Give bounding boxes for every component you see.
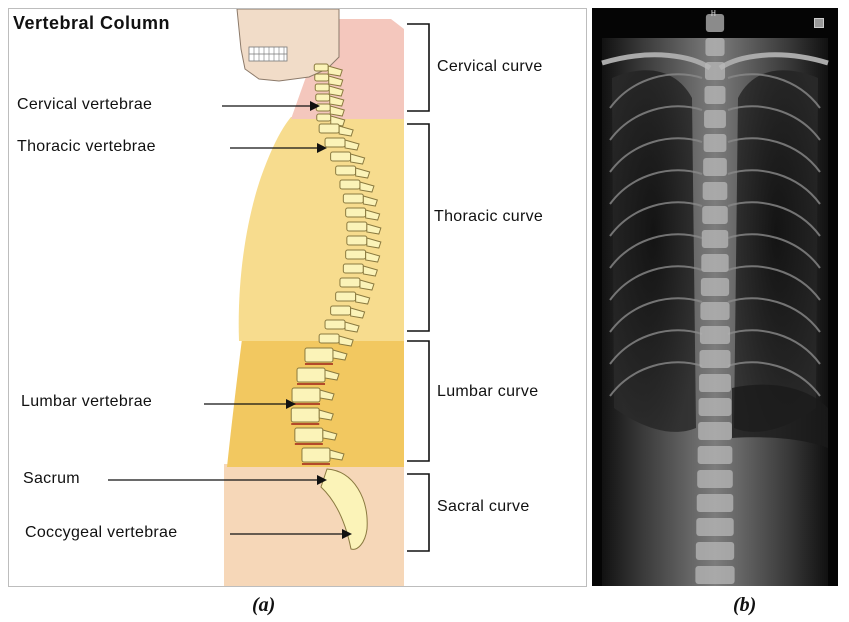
caption-b: (b) bbox=[733, 594, 756, 617]
label-lumbar-curve: Lumbar curve bbox=[437, 383, 538, 401]
xray-vertebra bbox=[704, 110, 726, 128]
vertebra bbox=[316, 94, 330, 101]
vertebra bbox=[331, 306, 351, 315]
vertebra bbox=[319, 124, 339, 133]
label-cervical-curve: Cervical curve bbox=[437, 58, 543, 76]
vertebra bbox=[292, 388, 320, 402]
xray-marker-top: H bbox=[711, 9, 716, 18]
xray-vertebra bbox=[700, 302, 729, 320]
vertebra bbox=[316, 104, 330, 111]
vertebra bbox=[297, 368, 325, 382]
diagram-title: Vertebral Column bbox=[13, 13, 170, 34]
vertebra bbox=[347, 222, 367, 231]
vertebra bbox=[331, 152, 351, 161]
xray-vertebra bbox=[701, 278, 729, 296]
vertebra bbox=[315, 84, 329, 91]
xray-artwork bbox=[592, 8, 838, 586]
xray-vertebra bbox=[696, 518, 733, 536]
xray-vertebra bbox=[705, 38, 724, 56]
vertebra bbox=[295, 428, 323, 442]
label-sacrum: Sacrum bbox=[23, 470, 80, 488]
label-thoracic-curve: Thoracic curve bbox=[434, 208, 543, 226]
xray-vertebra bbox=[703, 158, 727, 176]
xray-vertebra bbox=[698, 446, 733, 464]
vertebra bbox=[319, 334, 339, 343]
label-lumbar-vertebrae: Lumbar vertebrae bbox=[21, 393, 152, 411]
xray-vertebra bbox=[705, 86, 726, 104]
vertebra bbox=[317, 114, 331, 121]
xray-vertebra bbox=[699, 350, 730, 368]
curve-brackets bbox=[407, 24, 429, 551]
spine-xray-image: H bbox=[592, 8, 838, 586]
xray-vertebra bbox=[702, 206, 728, 224]
vertebra bbox=[340, 180, 360, 189]
vertebra bbox=[325, 138, 345, 147]
xray-vertebra bbox=[696, 542, 734, 560]
vertebra bbox=[336, 166, 356, 175]
caption-a: (a) bbox=[252, 594, 275, 617]
label-sacral-curve: Sacral curve bbox=[437, 498, 530, 516]
xray-vertebra bbox=[704, 134, 727, 152]
vertebra bbox=[340, 278, 360, 287]
sacral-region bbox=[224, 464, 404, 586]
xray-vertebra bbox=[697, 470, 733, 488]
xray-vertebra bbox=[705, 62, 725, 80]
xray-vertebra bbox=[695, 566, 734, 584]
vertebra bbox=[291, 408, 319, 422]
vertebral-column-diagram: Vertebral Column Cervical vertebrae Thor… bbox=[8, 8, 587, 587]
xray-orientation-badge bbox=[814, 18, 824, 28]
vertebra bbox=[347, 236, 367, 245]
vertebra bbox=[346, 208, 366, 217]
xray-vertebra bbox=[699, 374, 731, 392]
vertebra bbox=[305, 348, 333, 362]
vertebra bbox=[343, 264, 363, 273]
vertebra bbox=[315, 74, 329, 81]
xray-vertebra bbox=[697, 494, 733, 512]
vertebra bbox=[343, 194, 363, 203]
xray-vertebra bbox=[699, 398, 732, 416]
vertebra bbox=[336, 292, 356, 301]
xray-vertebra bbox=[702, 230, 728, 248]
label-thoracic-vertebrae: Thoracic vertebrae bbox=[17, 138, 156, 156]
xray-vertebra bbox=[703, 182, 728, 200]
vertebra bbox=[314, 64, 328, 71]
vertebra bbox=[302, 448, 330, 462]
xray-vertebra bbox=[701, 254, 728, 272]
label-coccygeal-vertebrae: Coccygeal vertebrae bbox=[25, 524, 177, 542]
label-cervical-vertebrae: Cervical vertebrae bbox=[17, 96, 152, 114]
xray-vertebra bbox=[698, 422, 732, 440]
vertebra bbox=[346, 250, 366, 259]
xray-vertebra bbox=[700, 326, 730, 344]
vertebra bbox=[325, 320, 345, 329]
